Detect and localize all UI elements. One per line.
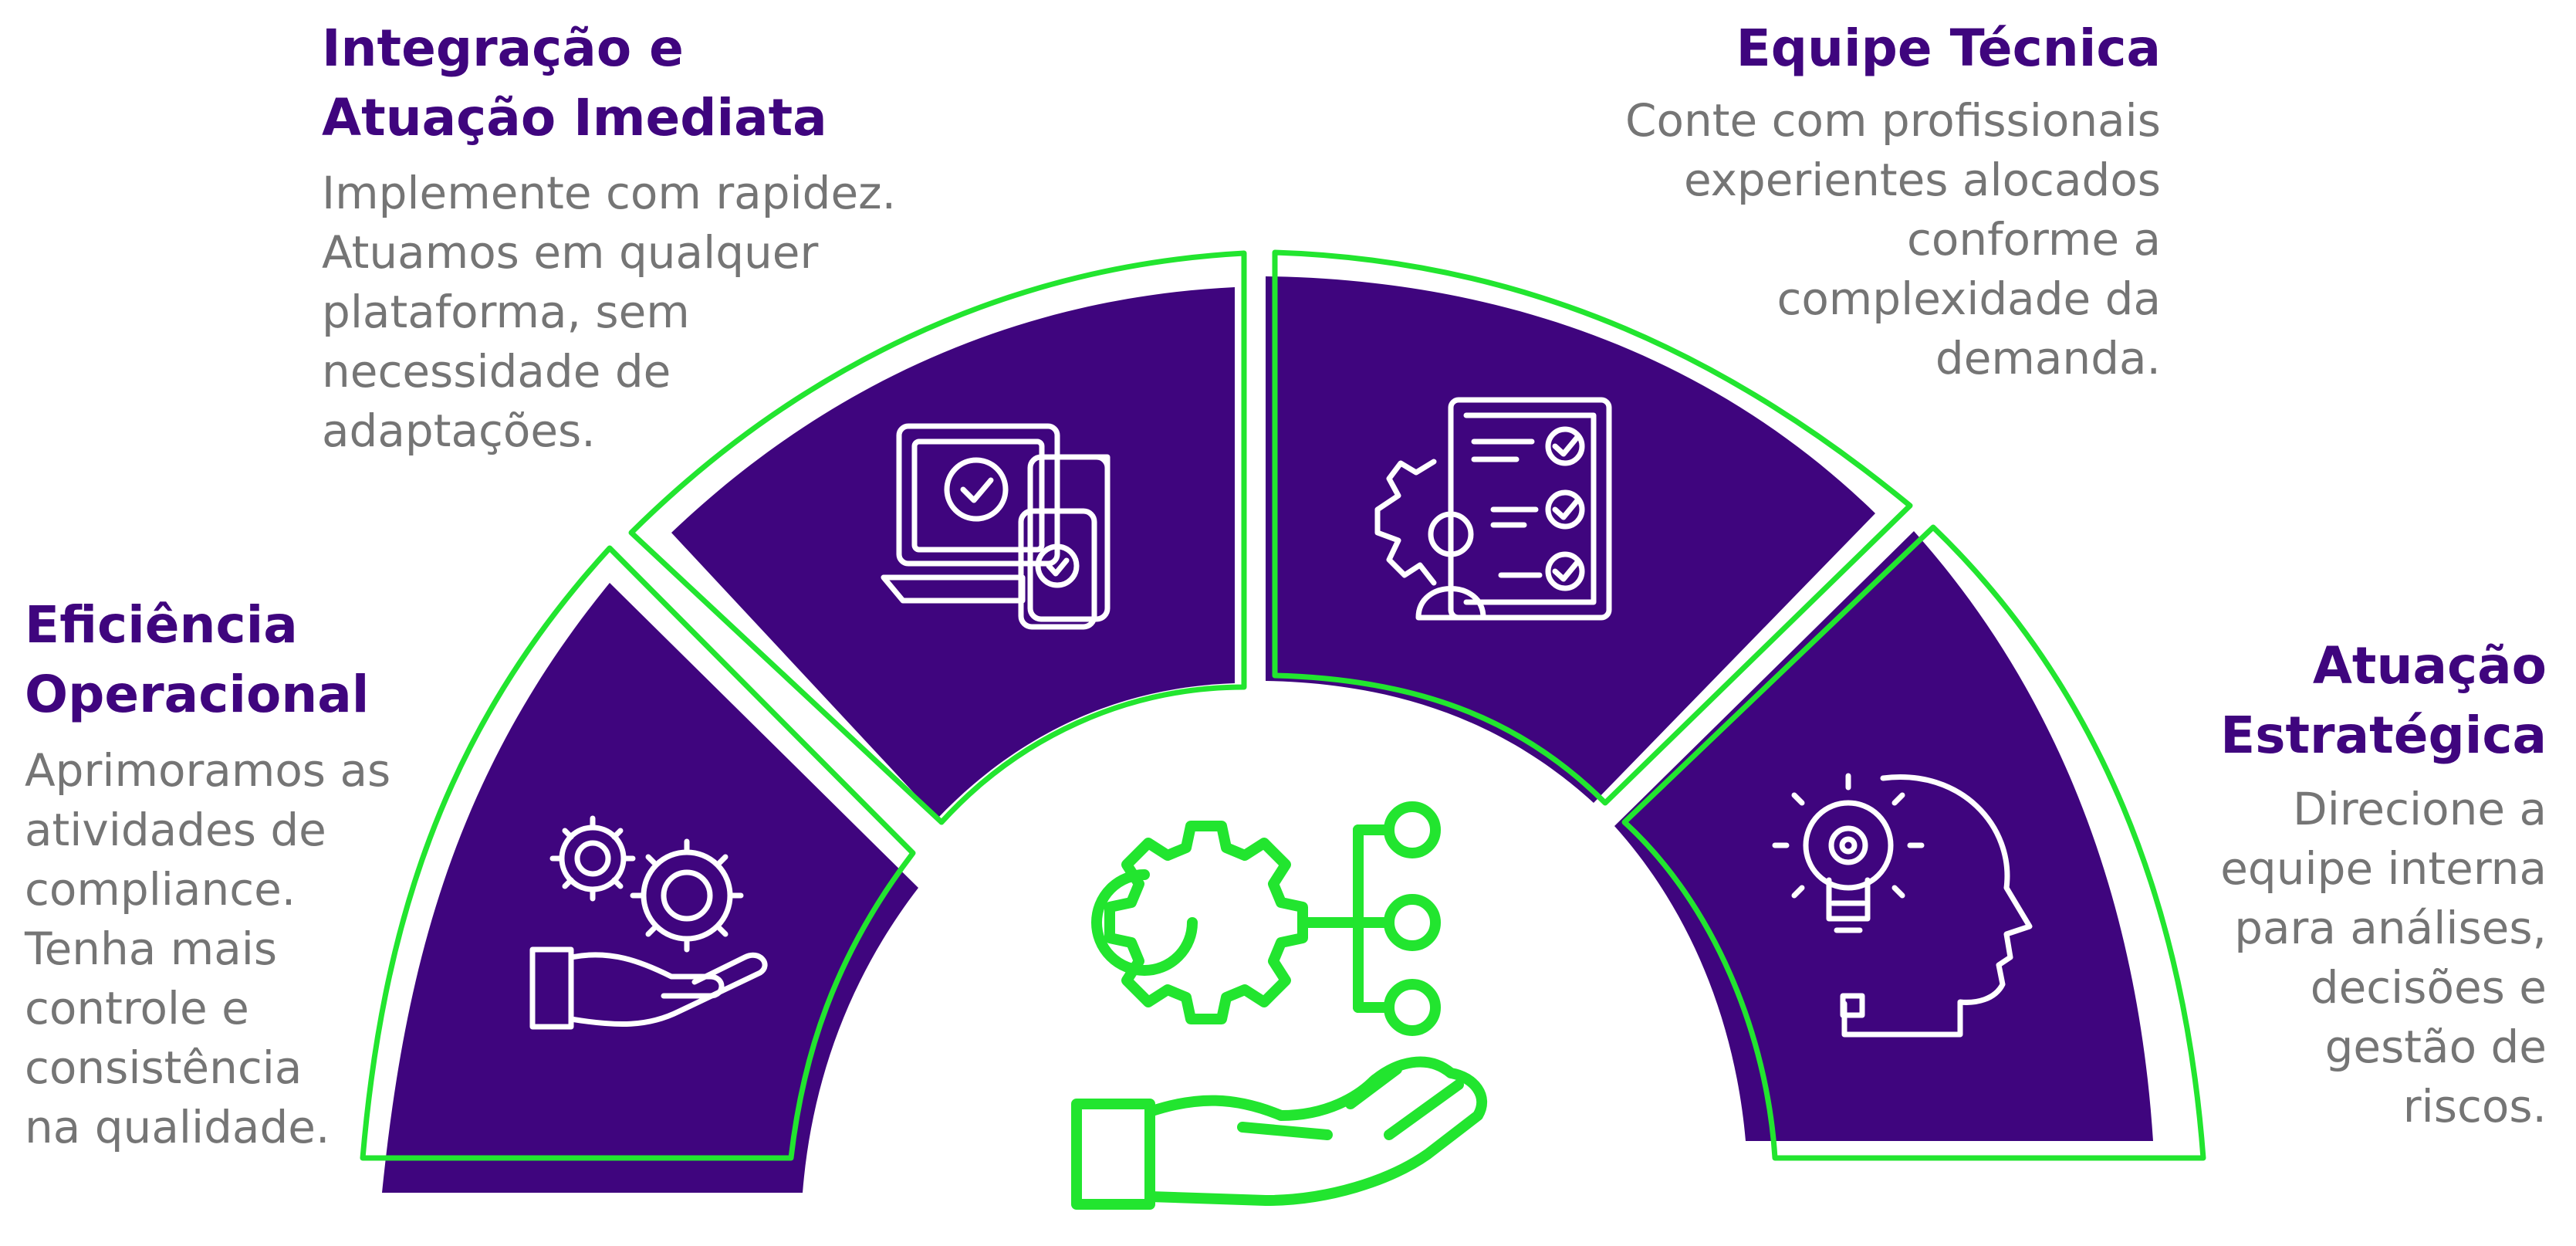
desc-line: necessidade de bbox=[322, 345, 671, 398]
section-title-integracao: Integração e Atuação Imediata bbox=[322, 14, 827, 153]
gears-hand-icon bbox=[529, 815, 768, 1030]
outline-equipe bbox=[1272, 249, 1913, 806]
hand-gear-network-icon bbox=[1071, 801, 1487, 1210]
devices-check-icon bbox=[881, 423, 1111, 630]
section-title-equipe: Equipe Técnica bbox=[1736, 14, 2161, 83]
desc-line: Conte com profissionais bbox=[1625, 94, 2161, 147]
desc-line: Atuamos em qualquer bbox=[322, 226, 819, 279]
desc-line: atividades de bbox=[25, 804, 326, 856]
segment-atuacao bbox=[1614, 531, 2153, 1141]
outline-integracao bbox=[628, 250, 1247, 825]
title-line: Estratégica bbox=[2220, 706, 2547, 765]
title-line: Eficiência bbox=[25, 595, 298, 655]
title-line: Equipe Técnica bbox=[1736, 19, 2161, 78]
desc-line: na qualidade. bbox=[25, 1101, 330, 1153]
section-title-eficiencia: Eficiência Operacional bbox=[25, 591, 369, 730]
desc-line: experientes alocados bbox=[1683, 154, 2161, 206]
desc-line: compliance. bbox=[25, 863, 296, 916]
title-line: Atuação bbox=[2312, 636, 2547, 696]
desc-line: Tenha mais bbox=[25, 923, 278, 975]
desc-line: gestão de bbox=[2324, 1021, 2547, 1073]
desc-line: Aprimoramos as bbox=[25, 744, 391, 797]
desc-line: para análises, bbox=[2234, 902, 2547, 954]
desc-line: Implemente com rapidez. bbox=[322, 167, 897, 219]
section-desc-atuacao: Direcione a equipe interna para análises… bbox=[2220, 780, 2547, 1136]
desc-line: complexidade da bbox=[1776, 273, 2161, 325]
desc-line: equipe interna bbox=[2220, 842, 2547, 895]
title-line: Integração e bbox=[322, 19, 684, 78]
section-desc-integracao: Implemente com rapidez. Atuamos em qualq… bbox=[322, 164, 896, 461]
desc-line: consistência bbox=[25, 1041, 303, 1094]
section-desc-equipe: Conte com profissionais experientes aloc… bbox=[1625, 91, 2161, 388]
desc-line: adaptações. bbox=[322, 405, 596, 457]
desc-line: decisões e bbox=[2310, 961, 2547, 1014]
segment-equipe bbox=[1266, 276, 1875, 803]
section-title-atuacao: Atuação Estratégica bbox=[2220, 631, 2547, 770]
checklist-person-gear-icon bbox=[1374, 397, 1612, 621]
title-line: Atuação Imediata bbox=[322, 88, 827, 147]
segment-integracao bbox=[671, 287, 1235, 818]
head-lightbulb-icon bbox=[1772, 773, 2033, 1038]
outline-atuacao bbox=[1621, 524, 2206, 1161]
desc-line: controle e bbox=[25, 982, 249, 1034]
section-desc-eficiencia: Aprimoramos as atividades de compliance.… bbox=[25, 741, 390, 1157]
desc-line: Direcione a bbox=[2293, 783, 2547, 835]
desc-line: plataforma, sem bbox=[322, 286, 690, 338]
outline-eficiencia bbox=[360, 545, 916, 1161]
desc-line: riscos. bbox=[2402, 1080, 2547, 1133]
desc-line: conforme a bbox=[1906, 213, 2161, 266]
desc-line: demanda. bbox=[1935, 332, 2161, 384]
segment-eficiencia bbox=[382, 583, 918, 1193]
title-line: Operacional bbox=[25, 665, 370, 724]
